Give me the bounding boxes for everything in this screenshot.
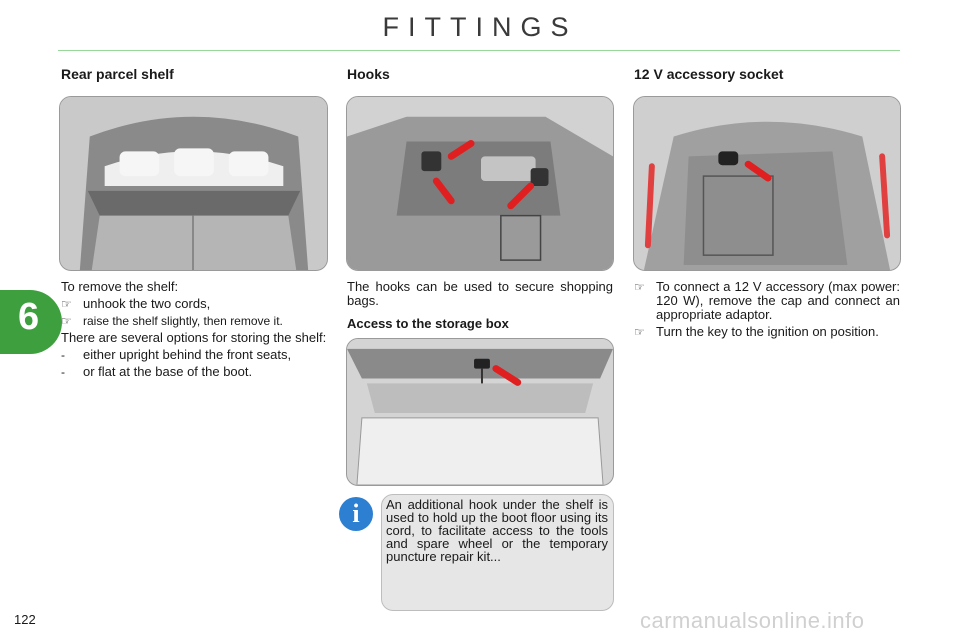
storage-options-text: There are several options for storing th… <box>61 330 327 345</box>
page-number: 122 <box>14 612 36 627</box>
heading-storage-box: Access to the storage box <box>347 316 509 331</box>
intro-text: To remove the shelf: <box>61 279 179 294</box>
list-item: ☞ unhook the two cords, <box>61 296 211 312</box>
storage-box-image <box>346 338 614 486</box>
chapter-tab[interactable]: 6 <box>0 290 62 354</box>
accessory-socket-image <box>633 96 901 271</box>
pointing-hand-icon: ☞ <box>634 325 645 339</box>
hooks-image <box>346 96 614 271</box>
parcel-shelf-instructions: To remove the shelf: ☞ unhook the two co… <box>61 280 329 382</box>
hooks-description: The hooks can be used to secure shopping… <box>347 279 613 308</box>
list-item: ☞ raise the shelf slightly, then remove … <box>61 314 283 328</box>
parcel-shelf-image <box>59 96 328 271</box>
heading-accessory-socket: 12 V accessory socket <box>634 66 784 82</box>
title-divider <box>58 50 900 51</box>
info-text: An additional hook under the shelf is us… <box>386 497 608 564</box>
list-item: ☞ To connect a 12 V accessory (max power… <box>634 279 900 322</box>
list-item: - or flat at the base of the boot. <box>61 364 253 380</box>
page-title: FITTINGS <box>382 12 578 42</box>
watermark: carmanualsonline.info <box>640 608 865 633</box>
pointing-hand-icon: ☞ <box>61 314 72 328</box>
pointing-hand-icon: ☞ <box>61 297 72 311</box>
heading-rear-parcel-shelf: Rear parcel shelf <box>61 66 174 82</box>
list-item: ☞ Turn the key to the ignition on positi… <box>634 324 879 340</box>
info-box <box>381 494 614 611</box>
heading-hooks: Hooks <box>347 66 390 82</box>
chapter-number: 6 <box>18 296 40 338</box>
pointing-hand-icon: ☞ <box>634 280 645 294</box>
accessory-socket-instructions: ☞ To connect a 12 V accessory (max power… <box>634 280 900 342</box>
list-item: - either upright behind the front seats, <box>61 347 292 363</box>
info-icon: i <box>339 497 373 531</box>
